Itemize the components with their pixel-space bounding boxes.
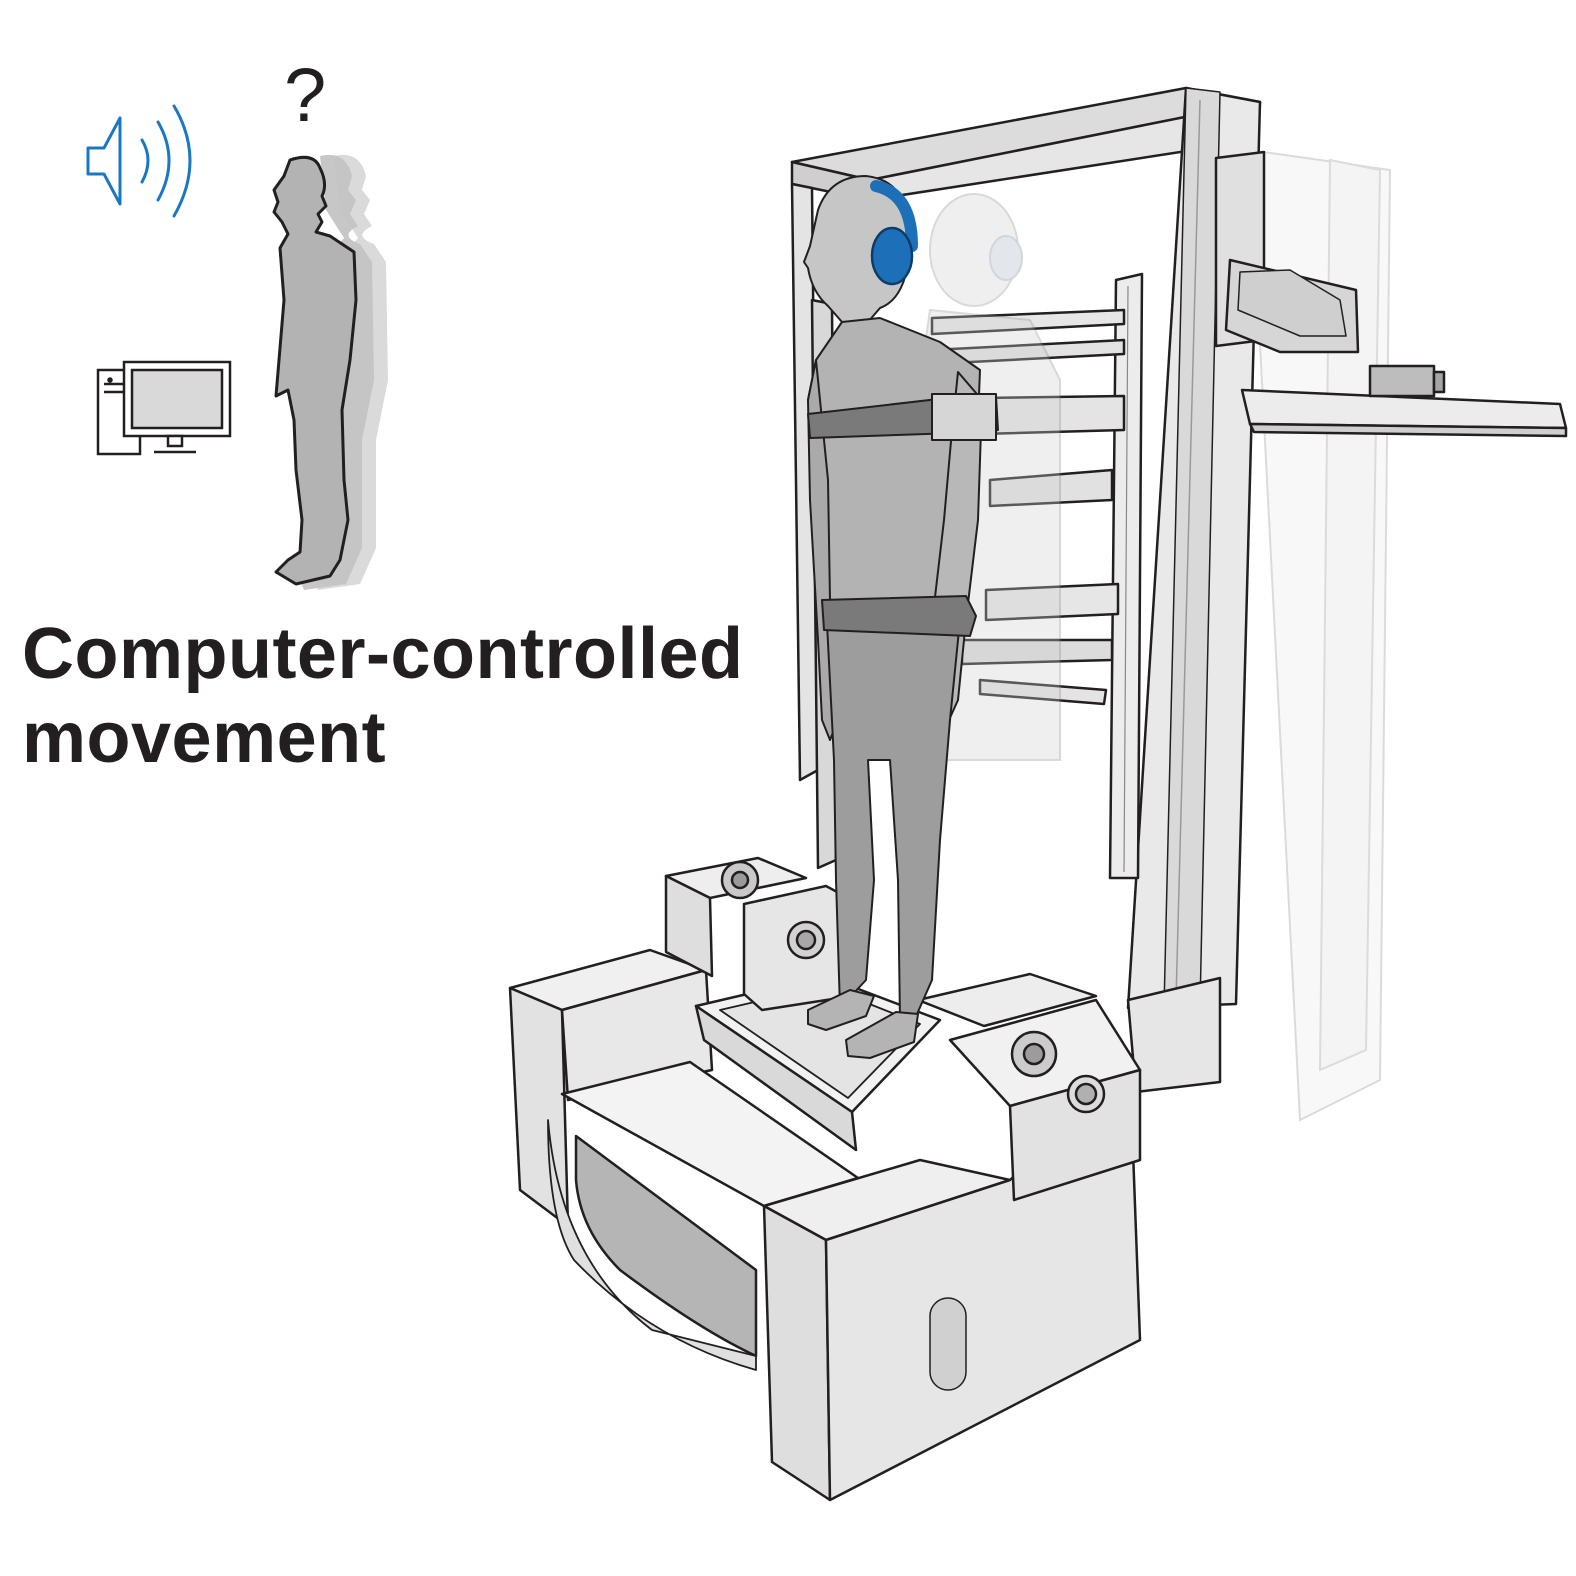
- caption: Computer-controlled movement: [22, 612, 743, 780]
- question-mark: ?: [284, 53, 327, 138]
- speaker-icon: [86, 104, 192, 218]
- person-on-platform: [803, 175, 999, 1059]
- computer-icon: [96, 360, 232, 456]
- caption-line-1: Computer-controlled: [22, 614, 744, 694]
- headphones-icon: [870, 180, 918, 286]
- person-silhouette-icon: [272, 154, 388, 590]
- motion-platform-base: [508, 856, 1142, 1502]
- frame-structure: [790, 86, 1568, 1094]
- caption-line-2: movement: [22, 698, 387, 778]
